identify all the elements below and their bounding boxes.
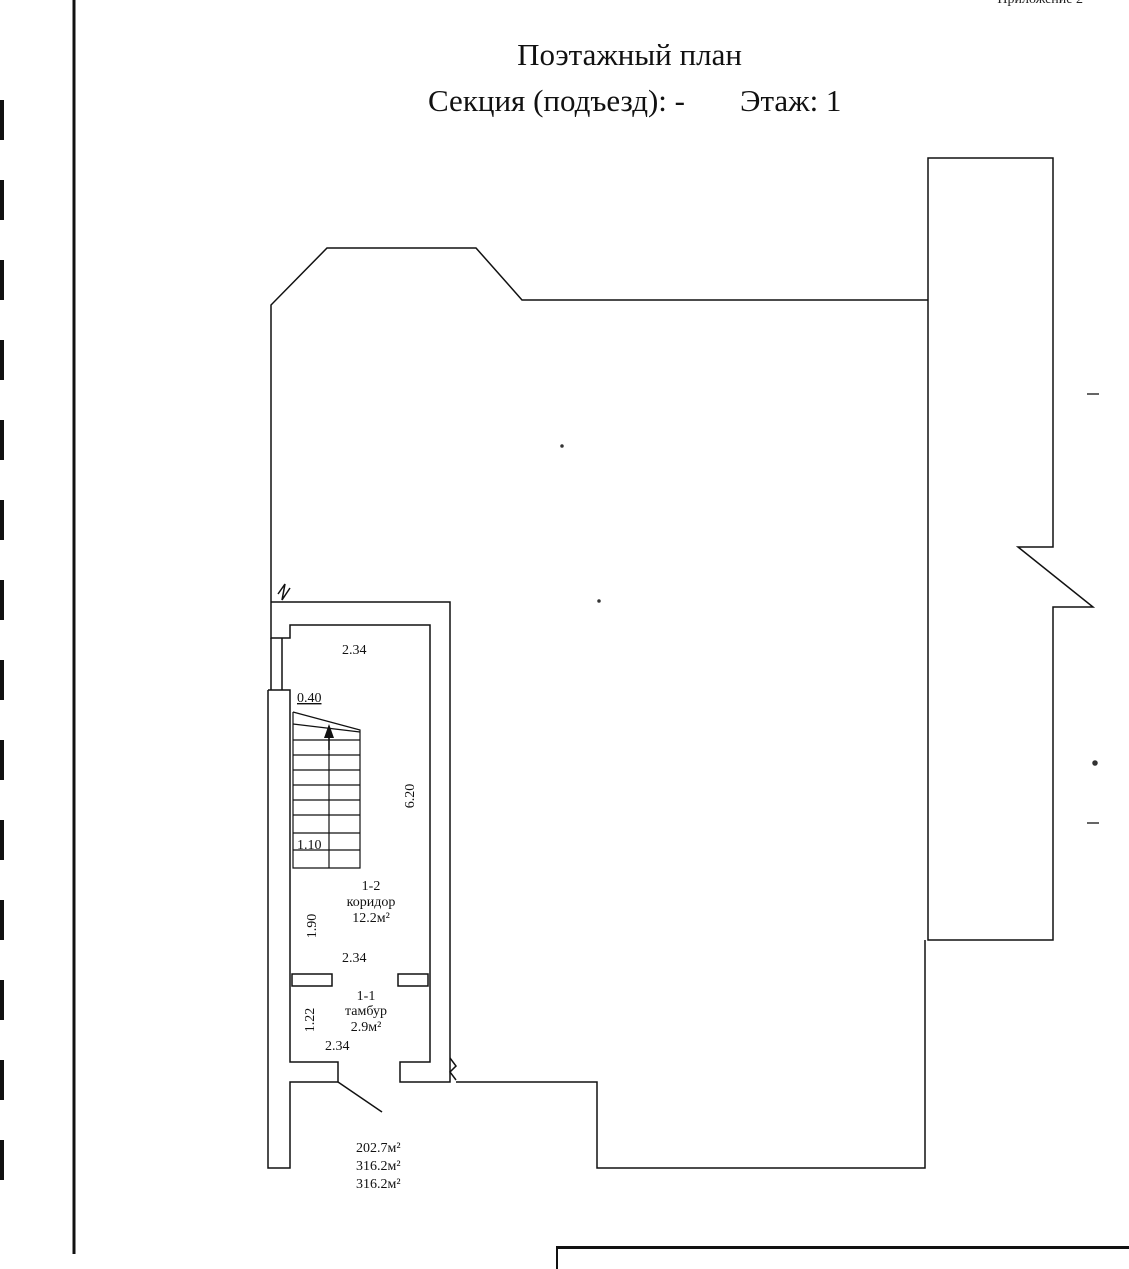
entrance-door (337, 1081, 383, 1113)
title-block-frame (556, 1246, 1129, 1269)
dimension-top-width: 2.34 (342, 643, 367, 658)
vestibule-partitions (291, 973, 429, 987)
dimension-step-offset: 0.40 (297, 691, 322, 706)
room-area: 12.2м² (352, 911, 390, 926)
building-outline (270, 157, 1096, 941)
document-title: Поэтажный план (517, 37, 742, 72)
dimension-vestibule-depth: 1.22 (303, 1008, 318, 1033)
dimension-corridor-length: 6.20 (403, 784, 418, 809)
room-number: 1-2 (362, 879, 381, 894)
scan-marks (560, 393, 1099, 824)
break-marks (277, 583, 457, 1081)
floor-label: Этаж: 1 (740, 83, 842, 118)
appendix-label: Приложение 2 (997, 0, 1083, 8)
dimension-mid-width: 2.34 (342, 951, 367, 966)
staircase-block (267, 590, 451, 1169)
room-number: 1-1 (357, 989, 376, 1004)
staircase (292, 711, 361, 869)
total-living-area: 202.7м² (356, 1141, 401, 1156)
room-area: 2.9м² (351, 1020, 382, 1035)
room-name: коридор (347, 895, 396, 910)
room-corridor-label: 1-2 коридор 12.2м² (347, 879, 396, 926)
building-outline-bottom (456, 940, 926, 1169)
area-totals: 202.7м² 316.2м² 316.2м² (356, 1140, 401, 1194)
total-overall-area: 316.2м² (356, 1177, 401, 1192)
dimension-stair-width: 1.10 (297, 838, 322, 853)
dimension-bottom-width: 2.34 (325, 1039, 350, 1054)
section-label: Секция (подъезд): - (428, 83, 685, 118)
room-name: тамбур (345, 1004, 387, 1019)
arrow-up-icon (324, 724, 334, 750)
total-area: 316.2м² (356, 1159, 401, 1174)
room-vestibule-label: 1-1 тамбур 2.9м² (345, 989, 387, 1035)
dimension-corridor-lower: 1.90 (305, 914, 320, 939)
